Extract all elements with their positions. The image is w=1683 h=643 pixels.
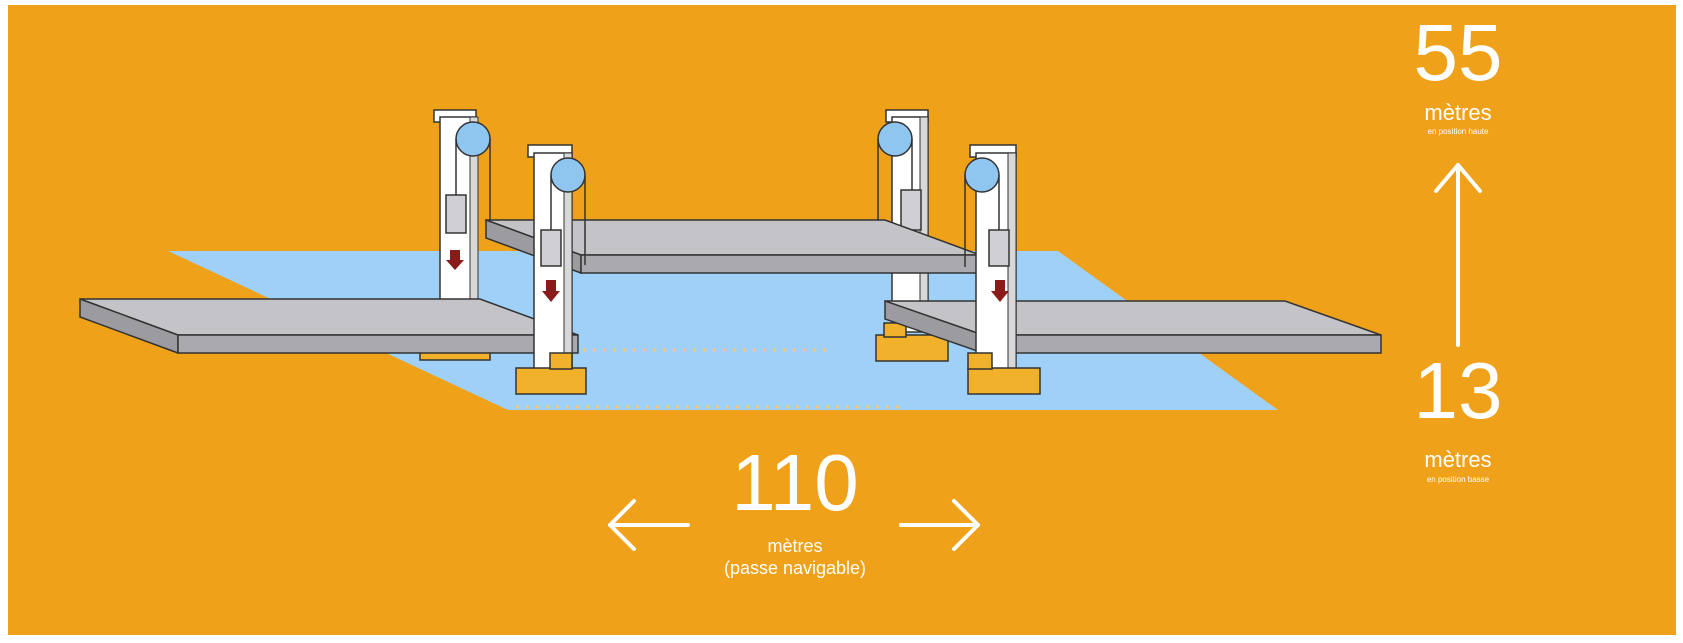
span-value: 110 <box>731 438 859 527</box>
height-high-value: 55 <box>1413 8 1503 97</box>
diagram-panel: 55 mètres en position haute 13 mètres en… <box>8 5 1676 635</box>
span-unit: mètres <box>767 536 823 556</box>
down-arrow-icon <box>991 280 1009 302</box>
up-arrow-icon <box>1434 163 1482 347</box>
pylon-front-left <box>515 144 587 395</box>
height-high-unit: mètres <box>1424 100 1492 125</box>
height-high-caption: en position haute <box>1427 127 1489 136</box>
deck-left-approach <box>79 297 579 355</box>
lift-bridge-diagram <box>79 109 1482 551</box>
height-low-caption: en position basse <box>1426 475 1490 484</box>
height-low-unit: mètres <box>1424 447 1492 472</box>
left-arrow-icon <box>608 499 690 551</box>
pylon-front-right <box>964 144 1041 395</box>
down-arrow-icon <box>542 280 560 302</box>
down-arrow-icon <box>446 250 464 270</box>
deck-right-approach <box>884 299 1382 355</box>
right-arrow-icon <box>899 499 980 551</box>
height-low-value: 13 <box>1413 346 1503 435</box>
span-caption: (passe navigable) <box>723 558 867 578</box>
